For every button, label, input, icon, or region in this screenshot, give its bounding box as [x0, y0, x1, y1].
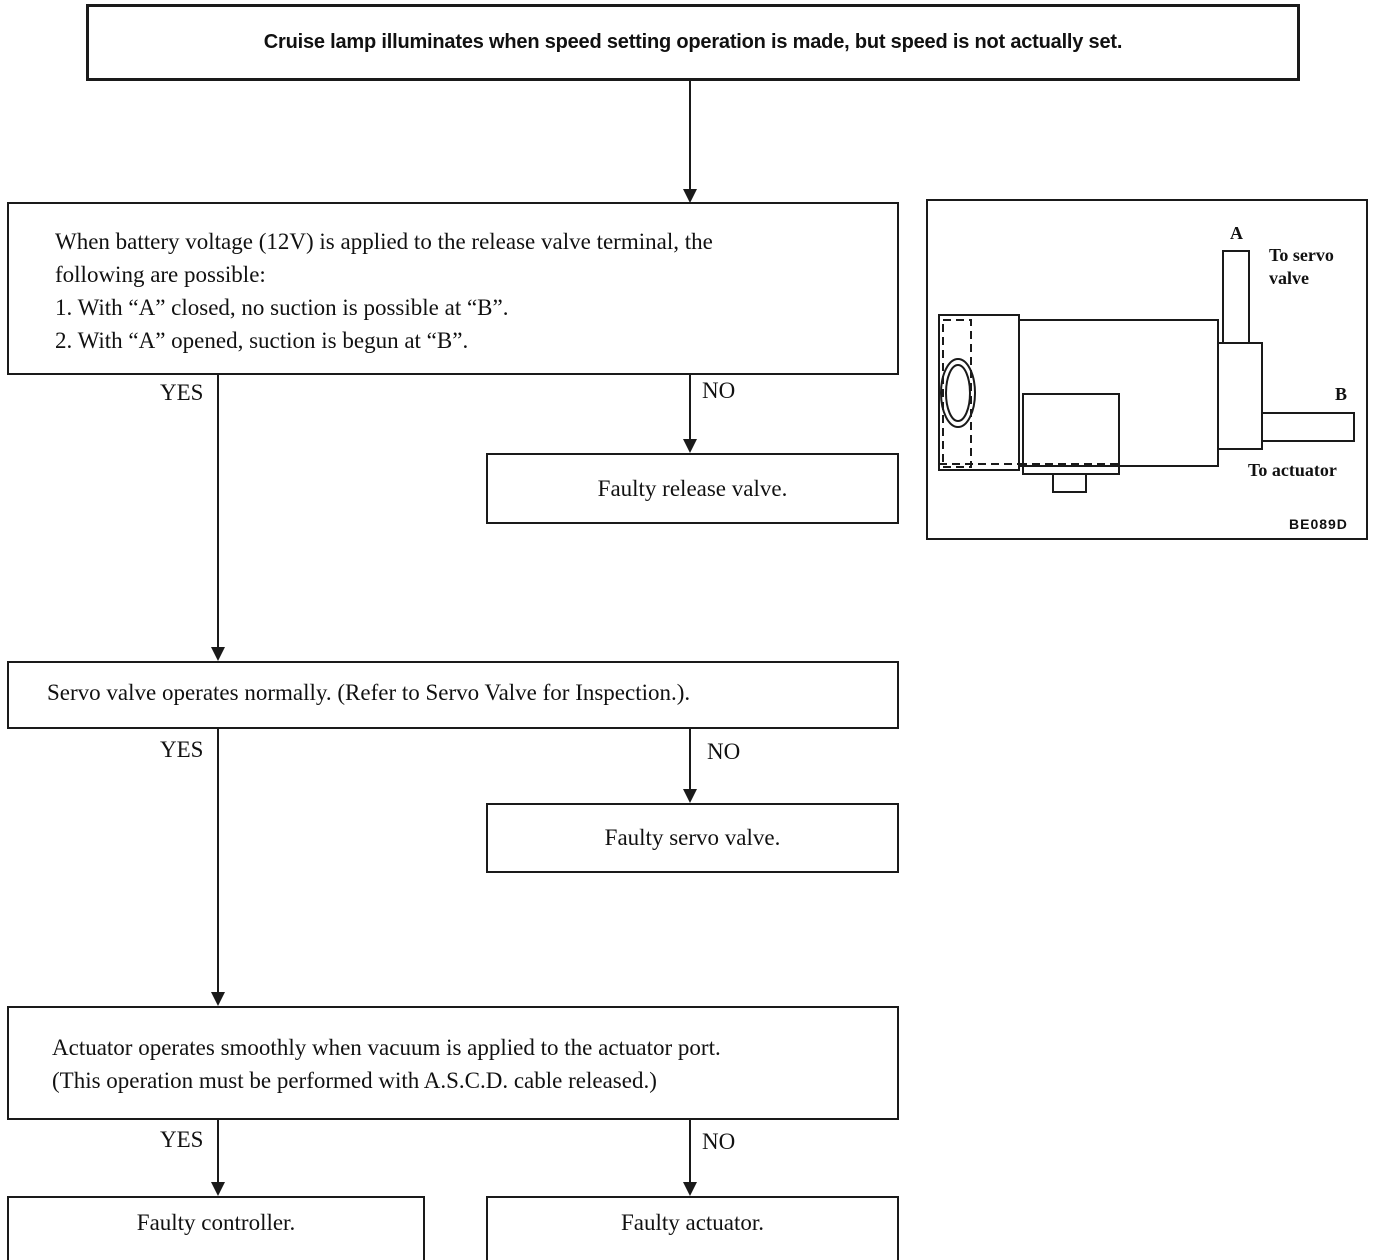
arrowhead-release-valve-result [683, 439, 697, 453]
step1-line-1: When battery voltage (12V) is applied to… [55, 229, 713, 254]
port-a-description-line1: To servo [1269, 245, 1334, 265]
step3-no-label: NO [702, 1129, 736, 1154]
result-faulty-release-valve-box: Faulty release valve. [486, 453, 899, 524]
step2-text: Servo valve operates normally. (Refer to… [47, 680, 691, 705]
arrowhead-step2 [211, 647, 225, 661]
connector-step3-yes [217, 1120, 219, 1184]
connector-step3-no [689, 1120, 691, 1184]
release-valve-drawing [938, 250, 1355, 493]
step2-yes-label: YES [160, 737, 204, 762]
result-faulty-release-valve-text: Faulty release valve. [597, 475, 788, 501]
start-condition-box: Cruise lamp illuminates when speed setti… [86, 4, 1300, 81]
release-valve-figure: A To servo valve B To actuator BE089D [926, 199, 1368, 540]
connector-step2-yes [217, 729, 219, 994]
arrowhead-actuator-result [683, 1182, 697, 1196]
arrowhead-controller-result [211, 1182, 225, 1196]
step2-no-label: NO [707, 739, 741, 764]
result-faulty-servo-valve-text: Faulty servo valve. [604, 825, 781, 850]
result-faulty-controller-text: Faulty controller. [136, 1210, 296, 1235]
step1-line-4: 2. With “A” opened, suction is begun at … [55, 328, 469, 353]
port-a-description-line2: valve [1269, 268, 1309, 288]
result-faulty-actuator-text: Faulty actuator. [620, 1210, 765, 1235]
step3-line-1: Actuator operates smoothly when vacuum i… [52, 1035, 721, 1060]
arrowhead-step1 [683, 189, 697, 203]
step1-line-3: 1. With “A” closed, no suction is possib… [55, 295, 509, 320]
result-faulty-servo-valve-box: Faulty servo valve. [486, 803, 899, 873]
step1-line-2: following are possible: [55, 262, 266, 287]
arrowhead-step3 [211, 992, 225, 1006]
step1-release-valve-check-box: When battery voltage (12V) is applied to… [7, 202, 899, 375]
port-b-label: B [1335, 384, 1348, 404]
connector-step1-no [689, 375, 691, 441]
figure-code: BE089D [1289, 516, 1348, 532]
result-faulty-controller-box: Faulty controller. [7, 1196, 425, 1260]
step3-actuator-check-box: Actuator operates smoothly when vacuum i… [7, 1006, 899, 1120]
step1-yes-label: YES [160, 380, 204, 405]
port-a-label: A [1230, 223, 1243, 243]
port-b-description: To actuator [1248, 460, 1337, 480]
result-faulty-actuator-box: Faulty actuator. [486, 1196, 899, 1260]
step1-no-label: NO [702, 378, 736, 403]
step3-yes-label: YES [160, 1127, 204, 1152]
step2-servo-valve-check-box: Servo valve operates normally. (Refer to… [7, 661, 899, 729]
connector-step1-yes [217, 375, 219, 649]
connector-start-to-step1 [689, 81, 691, 191]
arrowhead-servo-valve-result [683, 789, 697, 803]
connector-step2-no [689, 729, 691, 791]
step3-line-2: (This operation must be performed with A… [52, 1068, 657, 1093]
start-condition-text: Cruise lamp illuminates when speed setti… [263, 31, 1123, 53]
